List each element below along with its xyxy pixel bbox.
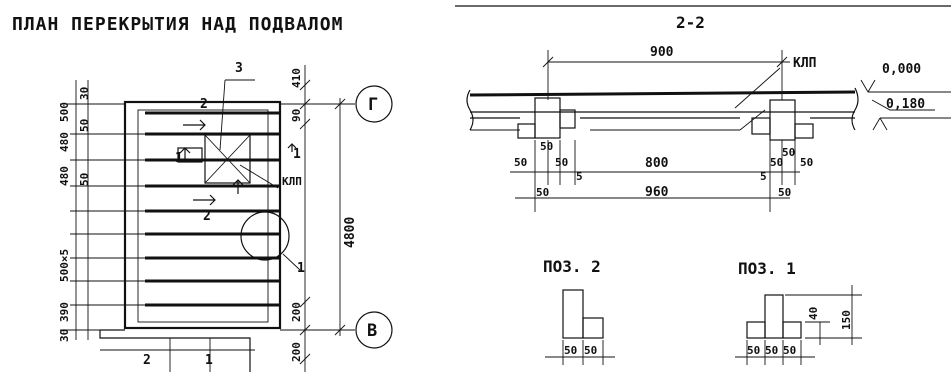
hatch-opening <box>204 134 251 184</box>
pos-1-label: 1 <box>175 151 183 166</box>
callout-3-leader <box>219 79 226 151</box>
dim-left: 30 <box>78 87 91 100</box>
dim-small: 50 <box>782 146 795 159</box>
callout-3: 3 <box>235 61 243 76</box>
dim-right: 90 <box>290 109 303 122</box>
dim-left: 500×5 <box>58 249 71 282</box>
poz2-dim: 50 <box>584 344 597 357</box>
section-arrow-icon <box>287 143 297 152</box>
dim-left: 30 <box>58 329 71 342</box>
dim-small: 50 <box>778 186 791 199</box>
detail-leader <box>282 253 301 271</box>
klp-leader <box>734 67 781 109</box>
section-view <box>466 67 859 141</box>
elev-top: 0,000 <box>882 62 921 77</box>
grid-label-top: Г <box>368 95 378 115</box>
dim-overall: 4800 <box>343 217 358 248</box>
section-title: 2-2 <box>676 13 705 32</box>
poz2-detail <box>562 289 604 339</box>
dim-left: 50 <box>78 173 91 186</box>
arrow-right-icon <box>183 119 206 131</box>
dim-right: 200 <box>290 302 303 322</box>
section-klp-label: КЛП <box>793 56 816 71</box>
poz1-title: ПОЗ. 1 <box>738 259 796 278</box>
poz1-dim: 50 <box>783 344 796 357</box>
grid-bubble-top <box>355 85 393 123</box>
dim-small: 50 <box>540 140 553 153</box>
detail-label: 1 <box>297 261 305 276</box>
poz1-dim: 50 <box>747 344 760 357</box>
dim-800: 800 <box>645 156 669 171</box>
pos-2-label: 2 <box>143 353 151 368</box>
poz1-total: 150 <box>840 310 853 330</box>
beam-left <box>534 97 561 139</box>
dim-left: 390 <box>58 302 71 322</box>
dim-small: 50 <box>800 156 813 169</box>
grid-bubble-bottom <box>355 311 393 349</box>
dim-small: 5 <box>576 170 583 183</box>
arrow-right-icon <box>193 194 216 206</box>
dim-960: 960 <box>645 185 669 200</box>
detail-circle <box>240 211 290 261</box>
dim-left: 50 <box>78 119 91 132</box>
plan-view <box>99 79 301 372</box>
bar-left <box>517 123 536 139</box>
dim-small: 50 <box>770 156 783 169</box>
klp-label: КЛП <box>282 175 302 188</box>
dim-left: 500 <box>58 102 71 122</box>
plan-outline <box>123 100 282 330</box>
bar-right-2 <box>794 123 814 139</box>
dim-small: 50 <box>514 156 527 169</box>
dim-small: 50 <box>536 186 549 199</box>
dim-right: 200 <box>290 342 303 362</box>
arrow-up-icon <box>179 147 191 162</box>
poz2-dim: 50 <box>564 344 577 357</box>
dim-left: 480 <box>58 132 71 152</box>
elev-bottom: 0,180 <box>886 97 925 112</box>
arrow-up-icon <box>232 179 244 194</box>
dim-900: 900 <box>650 45 674 60</box>
plan-title: ПЛАН ПЕРЕКРЫТИЯ НАД ПОДВАЛОМ <box>12 14 343 35</box>
pos-2-label: 2 <box>203 209 211 224</box>
dim-right: 410 <box>290 68 303 88</box>
pos-2-label: 2 <box>200 97 208 112</box>
bottom-wall-ledge <box>99 330 251 372</box>
dim-small: 5 <box>760 170 767 183</box>
hatch-box <box>177 147 203 163</box>
poz2-title: ПОЗ. 2 <box>543 257 601 276</box>
poz1-height: 40 <box>807 307 820 320</box>
beam-right <box>769 99 796 141</box>
section-1-label: 1 <box>293 147 301 162</box>
plan-inner-outline <box>137 109 269 323</box>
pos-1-label: 1 <box>205 353 213 368</box>
dim-left: 480 <box>58 166 71 186</box>
poz1-dim: 50 <box>765 344 778 357</box>
bar-right <box>751 117 771 135</box>
poz1-detail <box>746 294 802 339</box>
grid-label-bottom: В <box>367 321 377 341</box>
slab-bars <box>145 111 280 307</box>
klp-leader <box>239 164 279 189</box>
dim-small: 50 <box>555 156 568 169</box>
